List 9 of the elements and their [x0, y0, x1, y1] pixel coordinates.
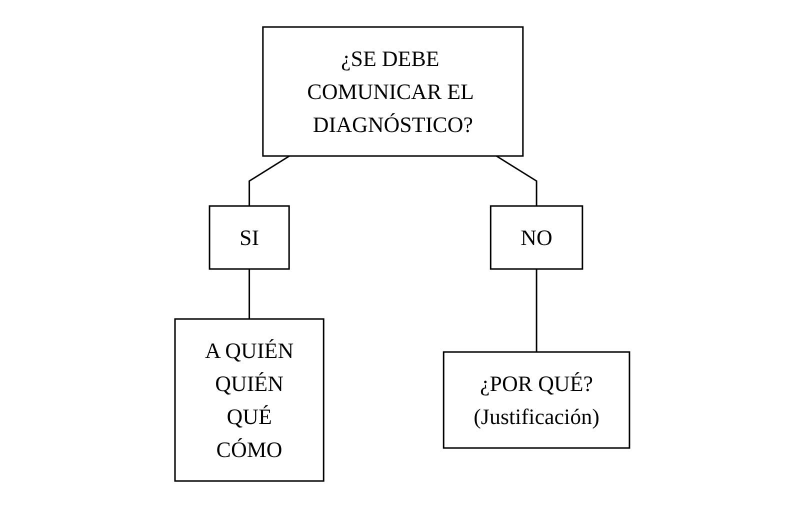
connector [248, 154, 290, 206]
connector [536, 268, 538, 352]
connector [496, 154, 538, 206]
node-box: SI [209, 204, 290, 270]
connector [248, 268, 250, 318]
node-box: ¿POR QUÉ? (Justificación) [443, 350, 630, 448]
node-box: ¿SE DEBE COMUNICAR EL DIAGNÓSTICO? [262, 26, 524, 156]
node-box: NO [490, 204, 584, 270]
node-box: A QUIÉN QUIÉN QUÉ CÓMO [174, 318, 325, 482]
